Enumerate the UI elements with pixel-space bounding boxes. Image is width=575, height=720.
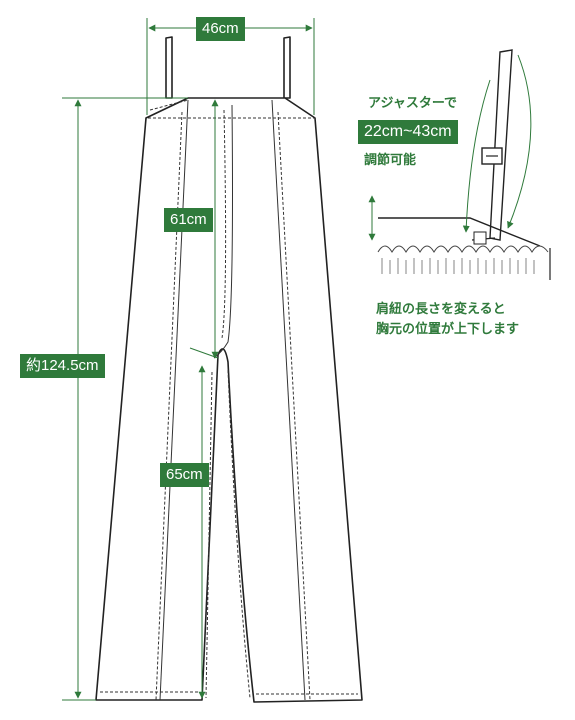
strap-note-line2: 胸元の位置が上下します bbox=[376, 322, 520, 337]
overalls-body bbox=[95, 97, 363, 703]
overalls-outline bbox=[95, 36, 363, 703]
width-label: 46cm bbox=[196, 17, 245, 41]
strap-detail-inset bbox=[377, 49, 551, 280]
strap-note-line1: 肩紐の長さを変えると bbox=[376, 302, 506, 317]
strap-range-label: 22cm~43cm bbox=[358, 120, 458, 144]
rise-label: 61cm bbox=[164, 208, 213, 232]
detail-strap bbox=[489, 49, 513, 241]
adjust-range-indicators bbox=[368, 54, 532, 241]
right-strap bbox=[283, 36, 291, 99]
left-strap bbox=[165, 36, 173, 99]
inseam-label: 65cm bbox=[160, 463, 209, 487]
total-length-label: 約124.5cm bbox=[20, 354, 105, 378]
adjustable-note: 調節可能 bbox=[364, 153, 417, 168]
seam-lines bbox=[100, 99, 358, 701]
adjuster-note: アジャスターで bbox=[368, 96, 458, 111]
total-length-dimension bbox=[62, 97, 188, 701]
detail-top-edge bbox=[378, 217, 541, 247]
rise-dimension bbox=[189, 99, 219, 359]
detail-ruffle bbox=[377, 245, 549, 253]
